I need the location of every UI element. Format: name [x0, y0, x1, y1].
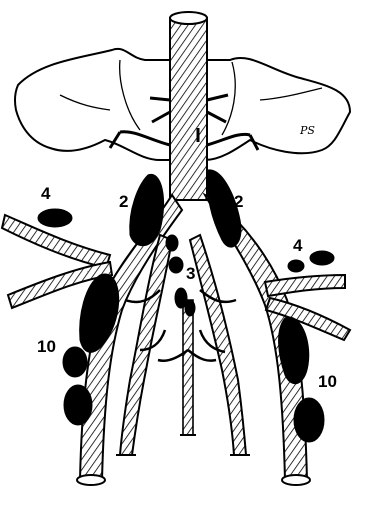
label-2-right: 2 [234, 193, 243, 210]
right-internal-iliac [190, 235, 246, 455]
node-group-3-d [185, 300, 195, 316]
middle-sacral-vessel [183, 300, 193, 435]
node-group-4-right-a [310, 251, 334, 265]
node-group-3-a [166, 235, 178, 251]
node-group-4-left [38, 209, 72, 227]
node-group-3-b [169, 257, 183, 273]
label-10-left: 10 [37, 338, 56, 355]
node-group-10-left-middle [63, 347, 87, 377]
node-group-4-right-b [288, 260, 304, 272]
aorta-opening [170, 12, 207, 24]
branch-ends [116, 435, 250, 455]
aorta [170, 18, 207, 200]
label-4-right: 4 [293, 237, 302, 254]
node-group-10-right-lower [294, 398, 324, 442]
label-10-right: 10 [318, 373, 337, 390]
artist-signature: PS [300, 125, 315, 136]
node-group-10-left-lower [64, 385, 92, 425]
label-4-left: 4 [41, 185, 50, 202]
left-artery-opening [77, 475, 105, 485]
label-3-center: 3 [186, 265, 195, 282]
label-2-left: 2 [119, 193, 128, 210]
right-artery-opening [282, 475, 310, 485]
